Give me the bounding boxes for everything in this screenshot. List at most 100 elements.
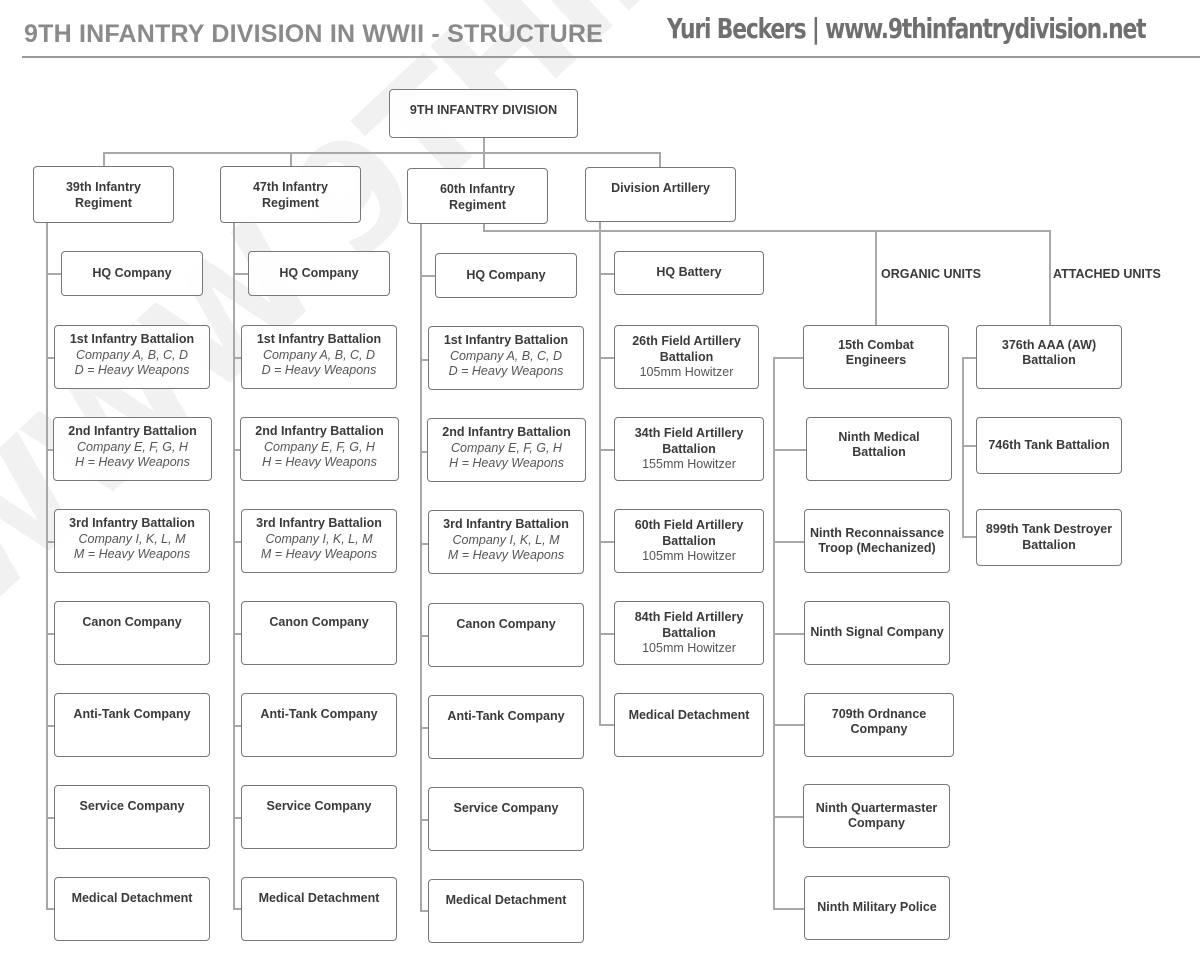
- organic-unit-box: 15th Combat Engineers: [803, 325, 949, 389]
- unit-companies: Company E, F, G, H: [264, 439, 375, 454]
- canon-company-box: Canon Company: [54, 601, 210, 665]
- unit-heavy-weapons: M = Heavy Weapons: [260, 547, 378, 561]
- hq-company-box: HQ Company: [435, 253, 577, 298]
- medical-detachment-box: Medical Detachment: [241, 877, 397, 941]
- unit-title: 60th Field Artillery Battalion: [634, 518, 744, 548]
- regiment-title: 47th Infantry Regiment: [252, 180, 328, 210]
- unit-title: HQ Company: [466, 268, 546, 282]
- organic-unit-box: Ninth Reconnaissance Troop (Mechanized): [804, 509, 950, 573]
- connector: [420, 359, 428, 361]
- unit-heavy-weapons: D = Heavy Weapons: [448, 364, 564, 378]
- service-company-box: Service Company: [54, 785, 210, 849]
- attached-units-label: ATTACHED UNITS: [1053, 267, 1161, 281]
- unit-title: Anti-Tank Company: [73, 707, 191, 721]
- connector: [233, 817, 241, 819]
- unit-title: Ninth Reconnaissance Troop (Mechanized): [809, 525, 945, 556]
- connector: [599, 449, 614, 451]
- connector: [420, 275, 435, 277]
- unit-title: Ninth Signal Company: [810, 625, 944, 640]
- connector: [875, 230, 877, 325]
- connector: [233, 273, 248, 275]
- attached-unit-box: 376th AAA (AW) Battalion: [976, 325, 1122, 389]
- connector: [233, 223, 235, 909]
- unit-heavy-weapons: M = Heavy Weapons: [447, 548, 565, 562]
- unit-title: 746th Tank Battalion: [988, 437, 1110, 452]
- connector: [962, 357, 964, 537]
- medical-detachment-box: Medical Detachment: [614, 693, 764, 757]
- anti-tank-company-box: Anti-Tank Company: [54, 693, 210, 757]
- unit-title: 2nd Infantry Battalion: [255, 424, 384, 438]
- connector: [46, 633, 54, 635]
- artillery-title: Division Artillery: [611, 181, 710, 195]
- unit-title: Canon Company: [82, 615, 182, 629]
- connector: [773, 908, 804, 910]
- connector: [233, 449, 241, 451]
- connector: [599, 273, 614, 275]
- division-box: 9TH INFANTRY DIVISION: [389, 89, 578, 138]
- unit-companies: Company E, F, G, H: [77, 439, 188, 454]
- unit-title: Service Company: [79, 799, 185, 813]
- unit-title: Ninth Medical Battalion: [838, 429, 920, 460]
- attached-unit-box: 899th Tank Destroyer Battalion: [976, 509, 1122, 566]
- connector: [773, 724, 804, 726]
- unit-heavy-weapons: D = Heavy Weapons: [261, 363, 377, 377]
- unit-title: Service Company: [266, 799, 372, 813]
- unit-title: Ninth Military Police: [817, 900, 937, 915]
- unit-title: Canon Company: [269, 615, 369, 629]
- howitzer-caliber: 105mm Howitzer: [639, 365, 734, 379]
- connector: [483, 223, 485, 231]
- connector: [420, 910, 428, 912]
- regiment-title: 60th Infantry Regiment: [439, 182, 515, 212]
- connector: [233, 725, 241, 727]
- unit-title: Ninth Quartermaster Company: [815, 800, 938, 831]
- medical-detachment-box: Medical Detachment: [428, 879, 584, 943]
- medical-detachment-box: Medical Detachment: [54, 877, 210, 941]
- howitzer-caliber: 105mm Howitzer: [642, 641, 736, 655]
- unit-title: Medical Detachment: [71, 891, 193, 905]
- connector: [962, 536, 976, 538]
- organic-unit-box: Ninth Medical Battalion: [806, 417, 952, 481]
- division-artillery-box: Division Artillery: [585, 167, 736, 222]
- unit-title: Medical Detachment: [445, 893, 567, 907]
- unit-title: 376th AAA (AW) Battalion: [1001, 337, 1097, 368]
- unit-heavy-weapons: H = Heavy Weapons: [262, 455, 377, 469]
- organic-unit-box: Ninth Signal Company: [804, 601, 950, 665]
- connector: [46, 541, 54, 543]
- unit-title: 1st Infantry Battalion: [69, 332, 195, 346]
- anti-tank-company-box: Anti-Tank Company: [241, 693, 397, 757]
- connector: [420, 543, 428, 545]
- author-credit: Yuri Beckers | www.9thinfantrydivision.n…: [666, 12, 1147, 45]
- connector: [46, 725, 54, 727]
- unit-title: Service Company: [453, 801, 559, 815]
- unit-heavy-weapons: D = Heavy Weapons: [74, 363, 190, 377]
- header-divider: [22, 56, 1200, 58]
- unit-title: HQ Company: [92, 266, 172, 280]
- unit-title: 2nd Infantry Battalion: [442, 425, 571, 439]
- hq-company-box: HQ Company: [248, 251, 390, 296]
- unit-title: 26th Field Artillery Battalion: [632, 334, 741, 364]
- connector: [599, 222, 601, 725]
- unit-title: 3rd Infantry Battalion: [69, 516, 195, 530]
- connector: [290, 152, 292, 166]
- connector: [46, 908, 54, 910]
- connector: [599, 633, 614, 635]
- unit-companies: Company I, K, L, M: [78, 531, 186, 546]
- regiment-title: 39th Infantry Regiment: [65, 180, 141, 210]
- connector: [420, 223, 422, 911]
- unit-companies: Company I, K, L, M: [452, 532, 560, 547]
- anti-tank-company-box: Anti-Tank Company: [428, 695, 584, 759]
- unit-title: 2nd Infantry Battalion: [68, 424, 197, 438]
- unit-title: 15th Combat Engineers: [838, 337, 914, 368]
- connector: [599, 357, 614, 359]
- connector: [233, 541, 241, 543]
- unit-heavy-weapons: H = Heavy Weapons: [75, 455, 190, 469]
